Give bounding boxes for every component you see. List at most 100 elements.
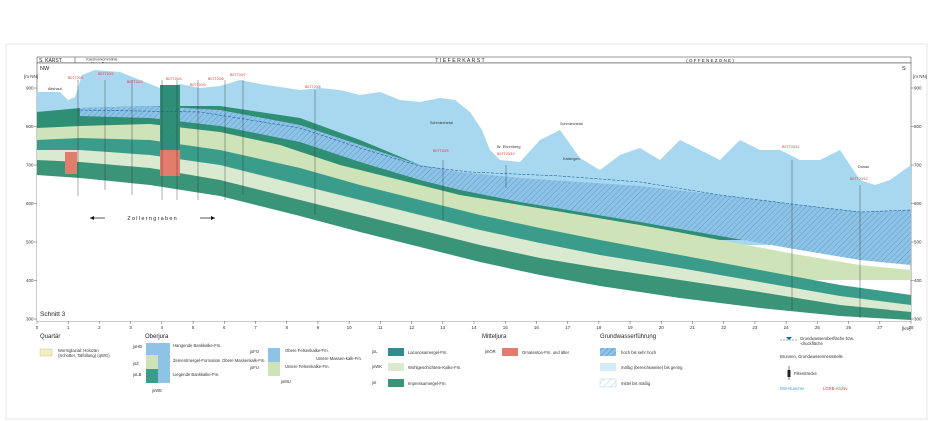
legend-item: Zementmergel-Formation [173,358,221,363]
svg-text:(Schotter, Talfüllung) (qWG): (Schotter, Talfüllung) (qWG) [58,353,110,358]
legend-swatch [146,355,158,369]
legend-item: Lacunosamergel-Fm. [408,350,448,355]
legend-code: joI [371,380,376,385]
x-tick-label: 21 [690,325,696,330]
y-tick-label: 800 [914,124,922,129]
x-tick-label: 10 [347,325,353,330]
x-tick-label: 24 [784,325,790,330]
y-tick-label: 400 [26,278,34,283]
x-tick-label: 9 [317,325,320,330]
symbol-lgrb: LGRB-Archiv [823,386,848,391]
y-tick-label: 300 [914,317,922,322]
x-tick-label: 7 [254,325,257,330]
borehole-labels: B07T20/1 B07T20/2 B07T20/3 B07T20/4 B07T… [68,72,868,181]
groundwater-surface-line [79,109,912,213]
legend: Quartär Wormglazial: Holozän (Schotter, … [39,334,854,393]
x-tick-label: 11 [378,325,383,330]
legend-swatch [268,362,280,376]
y-tick-label: 700 [26,163,34,168]
legend-swatch [268,348,280,362]
legend-code: joFU [249,365,259,370]
borehole-label: B07T20/8 [305,85,321,89]
y-axis-unit-right: [m NN] [913,74,927,79]
borehole-label: B07T20/2 [98,72,114,76]
legend-code: joMU [280,379,291,384]
legend-swatch [388,363,404,371]
x-tick-label: 18 [596,325,602,330]
legend-item: Obere Felsenkalke-Fm. [285,348,329,353]
place-schmiechetal-2: Schmiechetal [560,122,583,126]
legend-quartaer-item: Wormglazial: Holozän [58,348,99,353]
legend-code: joHB [132,344,142,349]
x-tick-label: 23 [752,325,758,330]
x-tick-label: 25 [815,325,821,330]
borehole-label: B07T20/6 [208,77,224,81]
y-tick-label: 700 [914,163,922,168]
y-tick-label: 800 [26,124,34,129]
y-tick-label: 600 [914,201,922,206]
direction-left: NW [40,66,50,72]
x-tick-label: 2 [98,325,101,330]
legend-item: hoch bis sehr hoch [621,350,657,355]
red-block-1 [65,152,77,174]
x-tick-label: 28 [908,325,914,330]
legend-item: mittel bis mäßig [621,381,651,386]
x-tick-label: 26 [846,325,852,330]
x-tick-label: 5 [192,325,195,330]
legend-code: joWK [371,364,382,369]
legend-swatch [146,369,158,383]
header-center: T I E F E R K A R S T [435,58,485,64]
legend-mitteljura-title: Mitteljura [482,334,507,340]
borehole-label: B07T20/4 [166,77,182,81]
x-tick-label: 15 [503,325,509,330]
legend-item: Wohlgeschichtete-Kalke-Fm. [408,365,461,370]
borehole-label: B07T20/9 [433,149,449,153]
borehole-lines [77,80,861,318]
place-br-bohrung: Br. Ehrenberg [497,145,520,149]
place-kaisenger: Kaisingen [563,157,580,161]
borehole-label: B07T20/7 [230,73,246,77]
x-tick-label: 20 [659,325,665,330]
symbol-gw-surface: Grundwasseroberfläche bzw. [800,336,854,341]
y-tick-label: 900 [26,86,34,91]
legend-code: joWE [151,388,162,393]
zollerngraben-label: Z o l l e r n g r a b e n [127,216,176,222]
header-annotation: Karstvorkommlinie [86,58,117,62]
section-label: Schnitt 3 [40,311,66,318]
legend-item: Hangende Bankkalke-Fm. [173,343,221,348]
x-tick-label: 6 [223,325,226,330]
legend-item: Untere Felsenkalke-Fm. [285,364,330,369]
place-schmiechetal-1: Schmiechetal [430,121,453,125]
legend-oberjura-title: Oberjura [145,334,169,340]
legend-code: jmOR [484,349,496,354]
place-altstadt: Altshauf [48,87,63,91]
x-tick-label: 12 [409,325,415,330]
borehole-label: B07T20/11 [782,145,799,149]
legend-item: Impressamergel-Fm. [408,381,447,386]
zollerngraben-marker: Z o l l e r n g r a b e n [90,216,215,222]
symbol-filter: Filterstrecke [794,371,817,376]
legend-item: Ornatenton-Fm. und älter [522,350,570,355]
x-tick-label: 8 [285,325,288,330]
legend-code: joFO [249,349,260,354]
symbol-brunnen: Brunnen, Grundwassermessstelle [780,354,844,359]
legend-code: joLB [132,372,142,377]
direction-right: S [902,66,906,72]
legend-swatch [158,343,170,383]
y-tick-label: 500 [26,240,34,245]
legend-swatch [388,348,404,356]
y-tick-label: 900 [914,86,922,91]
legend-grundwasser-title: Grundwasserführung [600,334,656,340]
legend-swatch [388,379,404,387]
x-tick-label: 0 [36,325,39,330]
x-tick-label: 13 [440,325,446,330]
legend-item: Liegende Bankkalke-Fm. [173,372,219,377]
x-tick-label: 19 [628,325,634,330]
svg-text:-druckfläche: -druckfläche [800,341,823,346]
legend-item: mäßig (bereichsweise) bis gering [621,365,683,370]
y-tick-label: 500 [914,240,922,245]
y-tick-label: 400 [914,278,922,283]
